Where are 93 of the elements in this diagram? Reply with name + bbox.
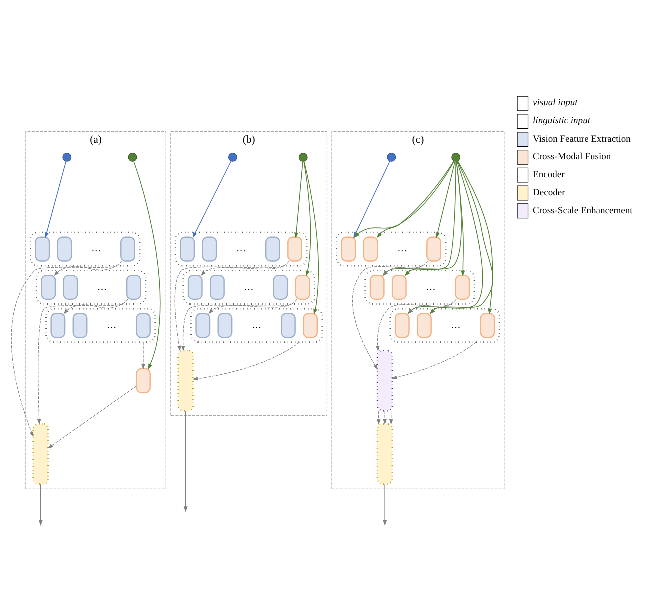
arrow: [382, 410, 386, 424]
node-box: [362, 236, 378, 262]
arrow: [38, 484, 42, 526]
node-box: [56, 236, 72, 262]
node-box: [50, 312, 66, 338]
node-box: [126, 274, 141, 300]
node-bar: [32, 422, 49, 485]
node-box: [480, 312, 495, 338]
label: …: [426, 281, 436, 292]
node-box: [187, 274, 202, 300]
node-box: [180, 236, 195, 262]
arrow: [208, 298, 297, 314]
arrow: [429, 160, 493, 314]
arrow: [382, 260, 428, 276]
arrow: [376, 303, 452, 352]
node-box: [340, 236, 356, 262]
arrow: [200, 260, 290, 276]
node-box: [369, 274, 384, 300]
label: …: [450, 319, 460, 330]
arrow: [36, 303, 122, 424]
label: …: [97, 281, 107, 292]
arrow: [391, 342, 476, 379]
arrow: [192, 342, 300, 380]
arrow: [376, 410, 380, 424]
legend-label: visual input: [532, 96, 578, 108]
node-box: [210, 274, 224, 300]
node-box: [62, 274, 78, 300]
arrow: [352, 265, 422, 370]
node-box: [287, 236, 302, 262]
arrow: [457, 160, 493, 314]
arrow: [192, 160, 232, 238]
node-bar: [376, 422, 393, 485]
arrow: [407, 298, 456, 314]
legend-label: Cross-Modal Fusion: [532, 151, 611, 162]
node-box: [40, 274, 56, 300]
arrow: [54, 260, 122, 276]
node-box: [302, 312, 318, 338]
arrow: [180, 303, 292, 351]
node-box: [136, 312, 150, 338]
arrow: [10, 265, 116, 437]
node-box: [272, 274, 288, 300]
node-box: [195, 312, 210, 338]
node-circle: [298, 152, 308, 162]
node-circle: [228, 152, 237, 162]
node-box: [394, 312, 410, 338]
node-circle: [128, 152, 137, 162]
node-box: [217, 312, 232, 338]
node-box: [136, 368, 150, 393]
arrow: [382, 160, 456, 276]
node-bar: [177, 350, 194, 412]
node-box: [72, 312, 88, 338]
arrow: [376, 160, 454, 238]
legend-label: Cross-Scale Enhancement: [532, 204, 632, 216]
arrow: [303, 160, 311, 276]
arrow: [141, 342, 145, 370]
arrow: [404, 160, 462, 276]
node-circle: [62, 152, 72, 162]
label: …: [244, 281, 254, 292]
arrow: [294, 160, 303, 238]
node-box: [120, 236, 135, 262]
label: …: [252, 319, 262, 330]
arrow: [388, 410, 393, 424]
label: …: [236, 243, 246, 254]
label: …: [397, 243, 407, 254]
arrow: [183, 410, 188, 512]
node-box: [426, 236, 441, 262]
node-box: [454, 274, 470, 300]
arrow: [407, 160, 483, 314]
node-bar: [376, 350, 393, 412]
node-box: [202, 236, 217, 262]
arrow: [303, 160, 318, 314]
arrow: [44, 160, 66, 238]
arrow: [435, 160, 456, 238]
legend-label: Vision Feature Extraction: [532, 133, 630, 144]
arrow: [133, 160, 160, 370]
node-circle: [386, 152, 396, 162]
legend-label: linguistic input: [532, 114, 590, 126]
arrow: [47, 386, 136, 448]
node-box: [34, 236, 50, 262]
label: …: [106, 319, 116, 330]
arrow: [456, 160, 465, 276]
node-circle: [451, 152, 460, 162]
node-box: [264, 236, 280, 262]
legend-label: Decoder: [532, 187, 565, 198]
node-box: [391, 274, 406, 300]
node-box: [294, 274, 310, 300]
label: …: [91, 243, 101, 254]
node-box: [280, 312, 296, 338]
node-box: [416, 312, 432, 338]
arrow: [63, 298, 128, 314]
arrow: [174, 265, 284, 351]
legend-label: Encoder: [532, 169, 564, 180]
arrow: [382, 484, 387, 526]
